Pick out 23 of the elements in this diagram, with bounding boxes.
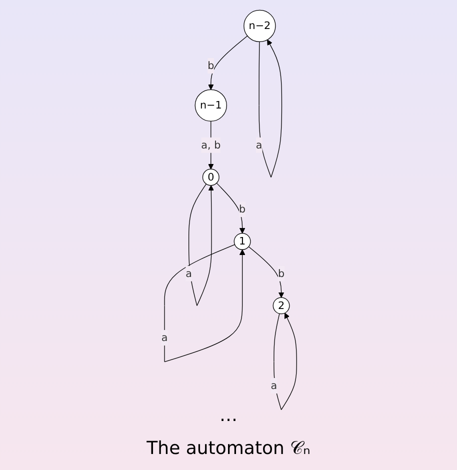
- ellipsis-text: …: [220, 405, 238, 426]
- node-circle: 0: [202, 168, 219, 186]
- edge-label: b: [238, 202, 246, 216]
- node-circle: n−2: [243, 10, 276, 42]
- node-circle: 2: [272, 297, 290, 314]
- edge-label: a: [185, 267, 192, 280]
- arrow: [188, 184, 214, 306]
- edge-label: b: [278, 267, 284, 280]
- node-circle: 1: [233, 233, 250, 250]
- edge-label: b: [207, 59, 214, 72]
- node-circle: n−1: [194, 89, 226, 122]
- arrow: [273, 312, 296, 410]
- edge-label: a: [255, 138, 262, 151]
- arrow: [216, 182, 245, 234]
- arrow: [208, 36, 248, 90]
- edge-label: a, b: [200, 138, 220, 151]
- caption: The automaton 𝒞ₙ: [146, 438, 310, 459]
- arrow: [208, 120, 214, 170]
- arrow: [248, 246, 284, 298]
- arrow: [258, 39, 282, 178]
- edge-label: a: [160, 331, 168, 344]
- arrow: [164, 244, 245, 362]
- edge-label: a: [270, 379, 277, 392]
